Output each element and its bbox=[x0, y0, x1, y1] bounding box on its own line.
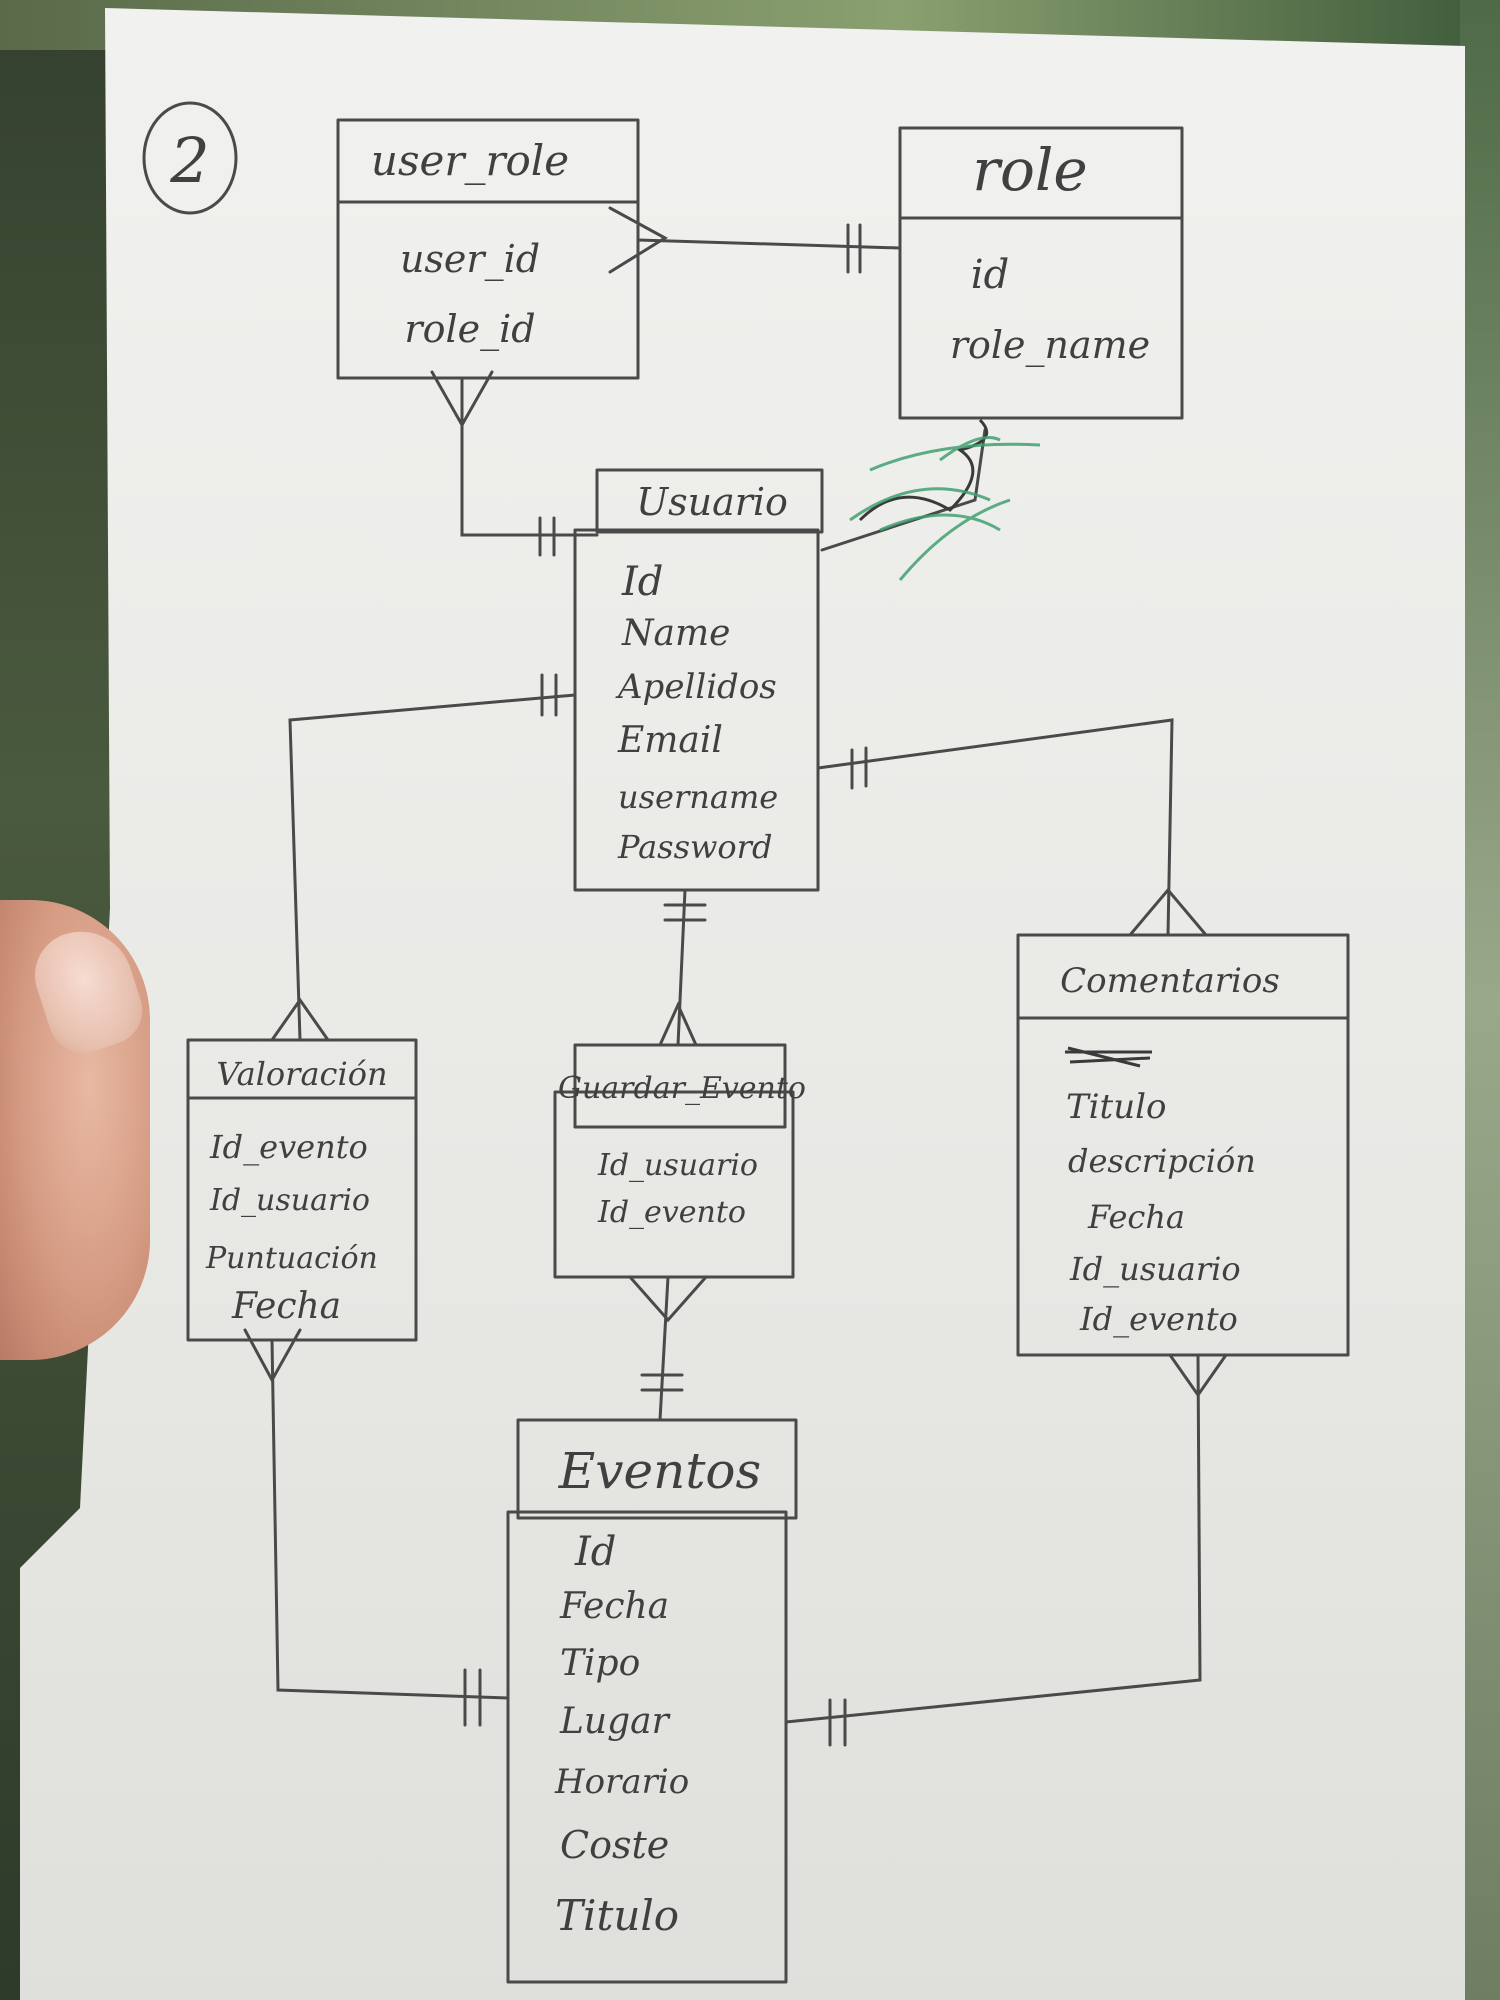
paper-sheet bbox=[20, 8, 1465, 2000]
attribute: Id_usuario bbox=[209, 1183, 370, 1218]
page-number-circle bbox=[142, 101, 238, 215]
attribute: id bbox=[971, 252, 1009, 298]
entity-eventos[interactable]: Eventos Id Fecha Tipo Lugar Horario Cost… bbox=[506, 1418, 798, 1984]
relationship-comentarios-to-eventos bbox=[784, 1353, 1228, 1747]
attribute: Id_usuario bbox=[597, 1148, 758, 1183]
attribute: user_id bbox=[400, 237, 540, 282]
attribute: Email bbox=[617, 720, 723, 761]
attribute: Id bbox=[621, 559, 663, 605]
entity-title: Guardar_Evento bbox=[558, 1071, 806, 1106]
relationship-usuario-to-guardar-evento bbox=[658, 888, 707, 1047]
attribute: Puntuación bbox=[205, 1241, 378, 1276]
entity-valoracion[interactable]: Valoración Id_evento Id_usuario Puntuaci… bbox=[186, 1038, 418, 1342]
relationship-usuario-to-comentarios bbox=[816, 718, 1208, 937]
entity-title: role bbox=[972, 136, 1088, 204]
attribute: Fecha bbox=[231, 1286, 341, 1327]
green-scribble bbox=[849, 436, 1041, 581]
attribute: Tipo bbox=[560, 1643, 640, 1684]
attribute: Id_evento bbox=[597, 1195, 746, 1230]
entity-title: Comentarios bbox=[1060, 961, 1280, 1001]
attribute: Horario bbox=[554, 1762, 689, 1802]
relationship-usuario-to-valoracion bbox=[270, 673, 577, 1042]
relationship-guardar-evento-to-eventos bbox=[628, 1275, 708, 1422]
page-number: 2 bbox=[169, 124, 209, 197]
relationship-valoracion-to-eventos bbox=[243, 1328, 510, 1727]
entity-title: Valoración bbox=[216, 1055, 387, 1093]
relationship-usuario-to-role-crossed bbox=[820, 418, 1041, 581]
entity-comentarios[interactable]: Comentarios Titulo descripción Fecha Id_… bbox=[1016, 933, 1350, 1357]
entity-usuario[interactable]: Usuario Id Name Apellidos Email username… bbox=[573, 468, 824, 892]
attribute: username bbox=[618, 778, 778, 816]
relationship-user-role-to-role bbox=[608, 206, 902, 274]
attribute: Id bbox=[574, 1529, 616, 1575]
entity-title: Eventos bbox=[558, 1442, 761, 1500]
attribute: Id_evento bbox=[1079, 1300, 1238, 1338]
attribute: role_id bbox=[404, 307, 535, 352]
attribute: Name bbox=[621, 613, 730, 654]
crossed-out-attribute bbox=[1065, 1046, 1152, 1068]
attribute: Titulo bbox=[555, 1891, 679, 1940]
entity-title: user_role bbox=[371, 136, 569, 185]
entity-role[interactable]: role id role_name bbox=[898, 126, 1184, 420]
attribute: Lugar bbox=[559, 1701, 671, 1742]
attribute: Id_usuario bbox=[1069, 1250, 1241, 1288]
attribute: role_name bbox=[950, 323, 1150, 368]
attribute: Password bbox=[617, 828, 772, 866]
attribute: Id_evento bbox=[209, 1128, 368, 1166]
attribute: Fecha bbox=[1087, 1198, 1185, 1236]
entity-guardar-evento[interactable]: Guardar_Evento Id_usuario Id_evento bbox=[553, 1043, 806, 1279]
entity-user-role[interactable]: user_role user_id role_id bbox=[336, 118, 640, 380]
attribute: Apellidos bbox=[615, 667, 777, 707]
attribute: descripción bbox=[1068, 1142, 1256, 1180]
entity-title: Usuario bbox=[636, 480, 788, 524]
relationship-user-role-to-usuario bbox=[430, 370, 599, 557]
background-right bbox=[1460, 0, 1500, 2000]
attribute: Fecha bbox=[559, 1586, 669, 1627]
attribute: Coste bbox=[560, 1823, 669, 1867]
attribute: Titulo bbox=[1066, 1087, 1166, 1127]
